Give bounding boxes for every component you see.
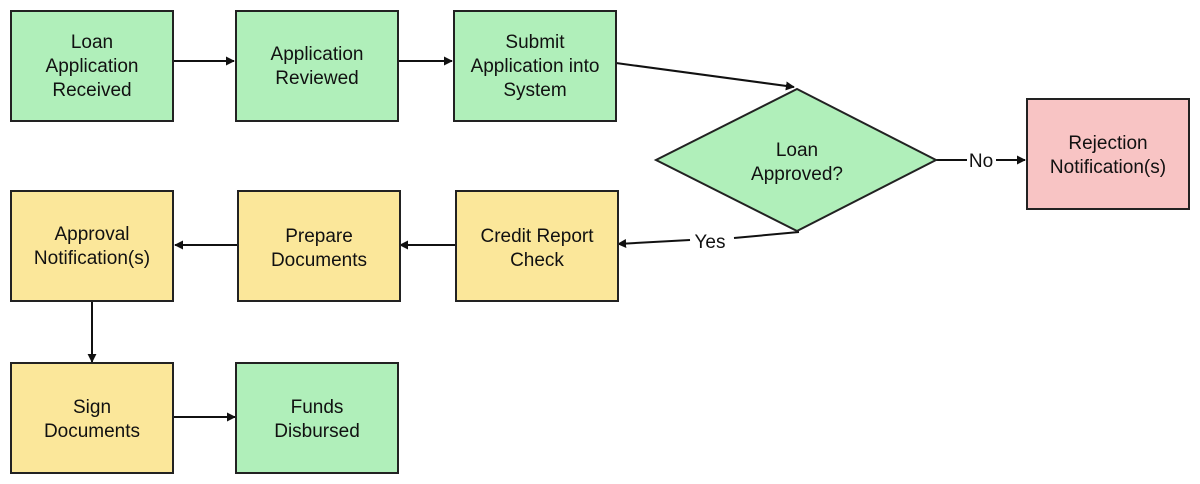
node-label-line: Notification(s): [1050, 157, 1166, 178]
node-label-line: Application into: [471, 56, 600, 77]
node-label-line: Funds: [291, 397, 344, 418]
edge-yes-label-to-credit: [617, 239, 691, 249]
node-label-line: Approval: [55, 224, 130, 245]
edge-decision-to-yes-label: [733, 231, 800, 239]
edges: [87, 56, 1026, 422]
node-loan-approved-decision: Loan Approved?: [653, 87, 939, 233]
node-rejection-notification: Rejection Notification(s): [1026, 98, 1190, 210]
node-credit-report-check: Credit Report Check: [455, 190, 619, 302]
node-label-line: Documents: [44, 421, 140, 442]
no-branch-label: No: [969, 151, 993, 172]
node-application-reviewed: Application Reviewed: [235, 10, 399, 122]
node-label-line: Prepare: [285, 226, 353, 247]
node-label-line: Loan: [71, 32, 113, 53]
node-submit-application: Submit Application into System: [453, 10, 617, 122]
node-approval-notification: Approval Notification(s): [10, 190, 174, 302]
node-label-line: Application: [271, 44, 364, 65]
yes-branch-label: Yes: [695, 232, 726, 253]
node-label-line: Documents: [271, 250, 367, 271]
node-label-line: System: [503, 80, 566, 101]
node-label-line: Notification(s): [34, 248, 150, 269]
node-loan-application-received: Loan Application Received: [10, 10, 174, 122]
node-sign-documents: Sign Documents: [10, 362, 174, 474]
node-label-line: Submit: [505, 32, 565, 53]
node-label-line: Sign: [73, 397, 111, 418]
node-label-line: Approved?: [751, 164, 843, 185]
node-label-line: Rejection: [1068, 133, 1147, 154]
node-label-line: Credit Report: [481, 226, 595, 247]
node-label-line: Received: [52, 80, 131, 101]
node-label-line: Application: [46, 56, 139, 77]
node-label-line: Loan: [776, 140, 818, 161]
edge-submit-to-decision: [615, 62, 795, 91]
node-funds-disbursed: Funds Disbursed: [235, 362, 399, 474]
node-prepare-documents: Prepare Documents: [237, 190, 401, 302]
node-label-line: Disbursed: [274, 421, 360, 442]
node-label-line: Check: [510, 250, 564, 271]
node-label-line: Reviewed: [275, 68, 358, 89]
